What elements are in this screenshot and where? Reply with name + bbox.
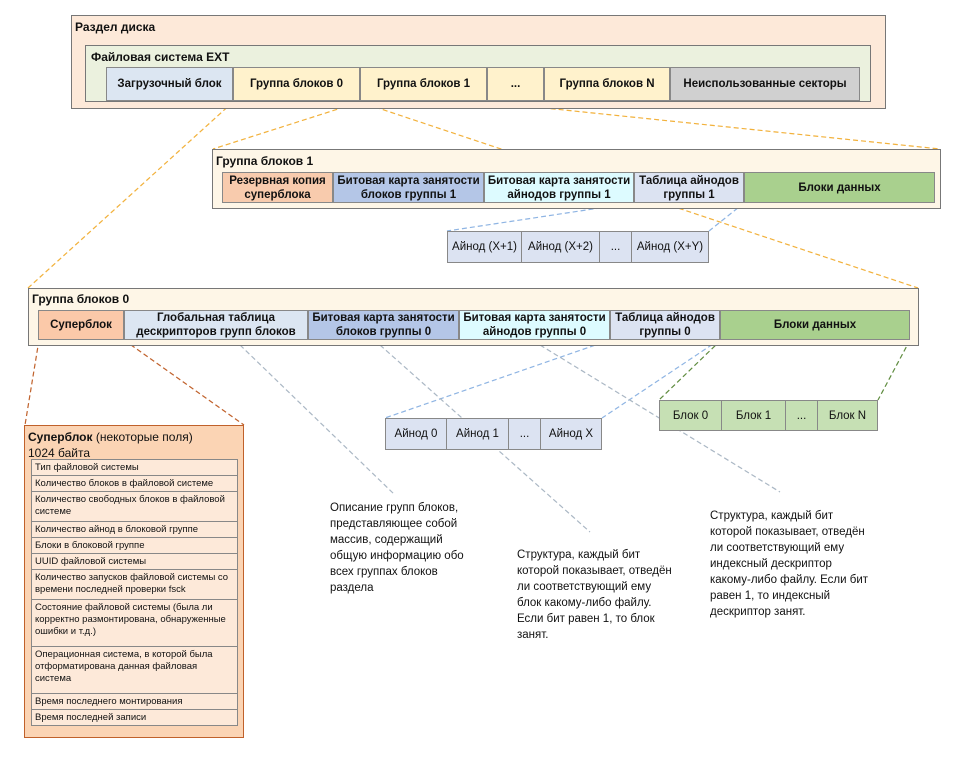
g1-inode-cell: Айнод (X+1) (447, 231, 522, 263)
connector-superblock-left (24, 339, 40, 426)
g0-block-cell: Блок 1 (721, 400, 786, 431)
block-group-n-cell: Группа блоков N (544, 67, 670, 101)
unused-sectors-cell: Неиспользованные секторы (670, 67, 860, 101)
connector-g0-blocks-right (877, 339, 911, 401)
superblock-title: Суперблок (28, 430, 93, 444)
superblock-field: Блоки в блоковой группе (31, 537, 238, 554)
inode-bitmap-description: Структура, каждый бит которой показывает… (710, 510, 869, 618)
g0-block-bitmap-cell: Битовая карта занятости блоков группы 0 (308, 310, 459, 340)
superblock-field: Время последнего монтирования (31, 693, 238, 710)
fs-title: Файловая система EXT (91, 50, 230, 64)
connector-g0-blocks-left (658, 339, 722, 401)
g1-inode-table-cell: Таблица айнодов группы 1 (634, 172, 744, 203)
connector-group0-right (359, 101, 919, 289)
superblock-field: Операционная система, в которой была отф… (31, 646, 238, 694)
g0-superblock-cell: Суперблок (38, 310, 124, 340)
block-group-ellipsis-cell: ... (487, 67, 544, 101)
superblock-field: UUID файловой системы (31, 553, 238, 570)
superblock-size: 1024 байта (28, 446, 91, 460)
g1-inode-cell: Айнод (X+2) (521, 231, 600, 263)
g1-inode-cell: Айнод (X+Y) (631, 231, 709, 263)
connector-gdt-desc (239, 344, 396, 496)
block-bitmap-description: Структура, каждый бит которой показывает… (517, 549, 672, 641)
g0-block-cell: ... (785, 400, 818, 431)
group1-title: Группа блоков 1 (216, 154, 314, 168)
g0-inode-cell: Айнод 0 (385, 418, 447, 450)
superblock-header: Суперблок (некоторые поля) (28, 430, 193, 444)
group0-title: Группа блоков 0 (32, 292, 130, 306)
superblock-subtitle: (некоторые поля) (95, 430, 193, 444)
boot-block-cell: Загрузочный блок (106, 67, 233, 101)
connector-g1-inodes-left (446, 202, 634, 232)
g0-inode-table-cell: Таблица айнодов группы 0 (610, 310, 720, 340)
g0-inode-cell: Айнод X (540, 418, 602, 450)
g0-inode-bitmap-cell: Битовая карта занятости айнодов группы 0 (459, 310, 610, 340)
connector-superblock-right (123, 339, 245, 426)
g1-sb-copy-cell: Резервная копия суперблока (222, 172, 333, 203)
connector-group1-left (212, 101, 361, 150)
g0-block-cell: Блок N (817, 400, 878, 431)
g0-inode-cell: Айнод 1 (446, 418, 509, 450)
superblock-field: Количество блоков в файловой системе (31, 475, 238, 492)
superblock-field: Тип файловой системы (31, 459, 238, 476)
g0-gdt-cell: Глобальная таблица дескрипторов групп бл… (124, 310, 308, 340)
superblock-field: Количество айнод в блоковой группе (31, 521, 238, 538)
g0-data-blocks-cell: Блоки данных (720, 310, 910, 340)
g1-data-blocks-cell: Блоки данных (744, 172, 935, 203)
g0-inode-cell: ... (508, 418, 541, 450)
block-group-0-cell: Группа блоков 0 (233, 67, 360, 101)
connector-group0-left (27, 101, 234, 289)
g1-inode-cell: ... (599, 231, 632, 263)
partition-title: Раздел диска (75, 20, 156, 34)
g1-block-bitmap-cell: Битовая карта занятости блоков группы 1 (333, 172, 484, 203)
superblock-field: Время последней записи (31, 709, 238, 726)
block-group-1-cell: Группа блоков 1 (360, 67, 487, 101)
g1-inode-bitmap-cell: Битовая карта занятости айнодов группы 1 (484, 172, 634, 203)
gdt-description: Описание групп блоков, представляющее со… (330, 502, 464, 594)
superblock-field: Состояние файловой системы (была ли корр… (31, 599, 238, 647)
superblock-field: Количество свободных блоков в файловой с… (31, 491, 238, 522)
superblock-field: Количество запусков файловой системы со … (31, 569, 238, 600)
g0-block-cell: Блок 0 (659, 400, 722, 431)
connector-group1-right (486, 101, 941, 150)
